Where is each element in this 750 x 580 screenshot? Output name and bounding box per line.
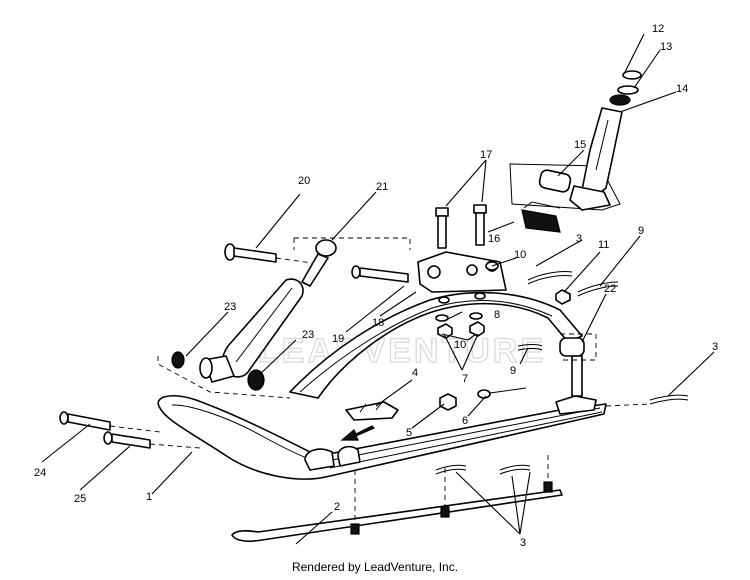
callout-20: 20 [298,175,310,187]
callout-14: 14 [676,83,688,95]
bolt-24 [59,411,161,433]
callout-9-lower: 9 [510,365,516,377]
callout-6: 6 [462,415,468,427]
mounting-bracket [417,251,507,304]
callout-labels: 1 2 3 3 3 4 5 6 7 8 9 9 10 10 11 12 13 1… [34,23,718,549]
callout-2: 2 [334,501,340,513]
callout-1: 1 [146,491,152,503]
callout-11: 11 [598,239,609,251]
bolt-20 [224,243,321,265]
callout-23-right: 23 [302,329,314,341]
callout-3-right: 3 [712,341,718,353]
callout-7: 7 [462,373,468,385]
callout-15: 15 [574,139,586,151]
callout-5: 5 [406,427,412,439]
callout-3-top: 3 [576,233,582,245]
callout-25: 25 [74,493,86,505]
callout-16: 16 [488,233,500,245]
bushing-22 [559,333,597,397]
callout-10-upper: 10 [514,249,526,261]
callout-10-lower: 10 [454,339,466,351]
callout-12: 12 [652,23,664,35]
watermark-text: LEADVENTURE [258,332,546,370]
spindle-assembly [509,70,642,233]
leader-lines [41,33,715,545]
wear-bar-part [231,455,563,542]
callout-22: 22 [604,283,616,295]
callout-18: 18 [372,317,384,329]
callout-9-upper: 9 [638,225,644,237]
bolt-17-pair [435,204,487,249]
small-hardware [345,261,689,475]
bolt-25 [103,431,201,449]
callout-13: 13 [660,41,672,53]
callout-23-left: 23 [224,301,236,313]
callout-17: 17 [480,149,492,161]
footer-credit: Rendered by LeadVenture, Inc. [291,560,459,574]
callout-21: 21 [376,181,388,193]
callout-8: 8 [494,309,500,321]
shock-absorber [221,237,411,378]
callout-24: 24 [34,467,46,479]
bushing-23-pair [157,351,291,399]
direction-arrow [340,425,376,441]
callout-19: 19 [332,333,344,345]
callout-3-bottom: 3 [520,537,526,549]
callout-4: 4 [412,367,418,379]
bolt-18 [351,265,409,283]
ski-part [157,395,607,480]
